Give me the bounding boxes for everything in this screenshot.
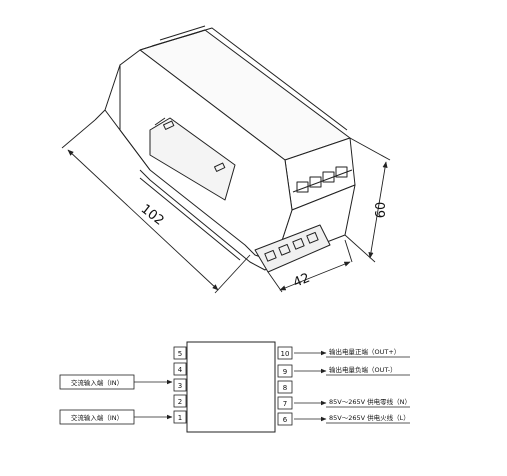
right-connections — [294, 350, 410, 424]
left-terminal-column — [173, 346, 187, 424]
terminal-slots — [292, 166, 353, 193]
clip-a — [163, 120, 175, 130]
terminal-8: 8 — [283, 384, 287, 392]
dim-width-label: 42 — [291, 271, 312, 291]
label-live: 85V～265V 供电火线（L） — [329, 413, 410, 422]
module-outline — [186, 341, 276, 433]
label-neutral: 85V～265V 供电零线（N） — [329, 397, 411, 406]
terminal-1: 1 — [178, 414, 182, 422]
terminal-2: 2 — [178, 398, 182, 406]
dim-length-label: 102 — [138, 202, 167, 229]
terminal-block — [254, 224, 331, 273]
terminal-7: 7 — [283, 400, 287, 408]
label-ac-input-upper: 交流输入端（IN） — [71, 378, 123, 387]
device-isometric — [94, 25, 356, 273]
terminal-3: 3 — [178, 382, 182, 390]
terminal-4: 4 — [178, 366, 183, 374]
dim-height-label: 60 — [374, 202, 389, 219]
label-ac-input-lower: 交流输入端（IN） — [71, 413, 123, 422]
left-connections — [59, 374, 173, 425]
dim-length-line — [67, 149, 219, 291]
dim-height-line — [368, 161, 388, 259]
right-terminal-column — [277, 346, 293, 426]
top-curve — [139, 29, 206, 51]
terminal-10: 10 — [281, 350, 290, 358]
label-out-neg: 输出电量负端（OUT-） — [329, 365, 397, 374]
label-out-pos: 输出电量正端（OUT+） — [329, 347, 400, 356]
wiring-diagram: 5 4 3 2 1 10 9 8 7 6 交流输入端（IN） 交流输入端（IN） — [59, 341, 411, 433]
terminal-5: 5 — [178, 350, 182, 358]
terminal-6: 6 — [283, 416, 288, 424]
terminal-9: 9 — [283, 368, 287, 376]
dimension-lines — [61, 119, 391, 294]
dim-width-line — [279, 261, 351, 291]
dimension-labels: 102 60 42 — [138, 202, 389, 291]
